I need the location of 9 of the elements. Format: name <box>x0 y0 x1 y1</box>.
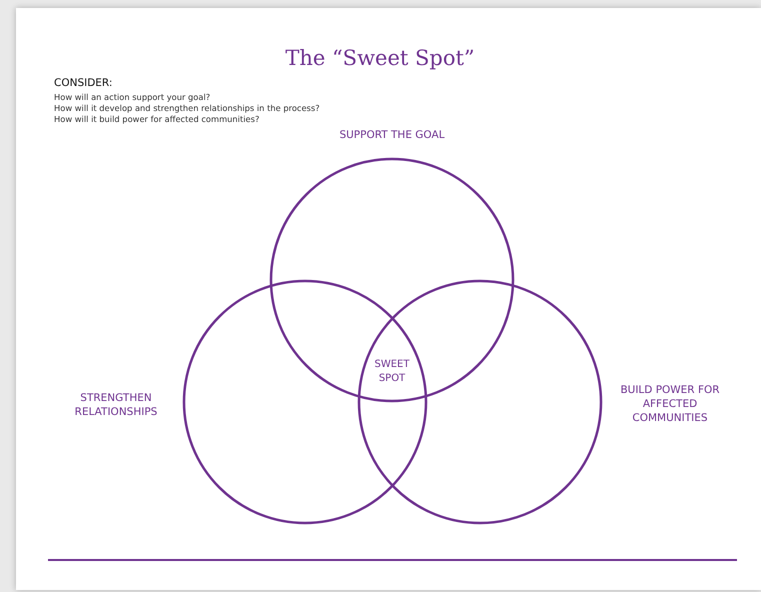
overlap-label: SWEET SPOT <box>374 358 410 386</box>
question-text: How will an action support your goal? <box>54 92 210 102</box>
question-text: How will it develop and strengthen relationships in the process? <box>54 103 320 113</box>
title: The “Sweet Spot” <box>284 45 476 72</box>
circle-label: STRENGTHEN RELATIONSHIPS <box>74 391 158 419</box>
circle-label: BUILD POWER FOR AFFECTED COMMUNITIES <box>619 383 721 425</box>
circle-label: SUPPORT THE GOAL <box>338 128 446 142</box>
question-text: How will it build power for affected communities? <box>54 114 260 124</box>
heading: CONSIDER: <box>54 77 112 89</box>
